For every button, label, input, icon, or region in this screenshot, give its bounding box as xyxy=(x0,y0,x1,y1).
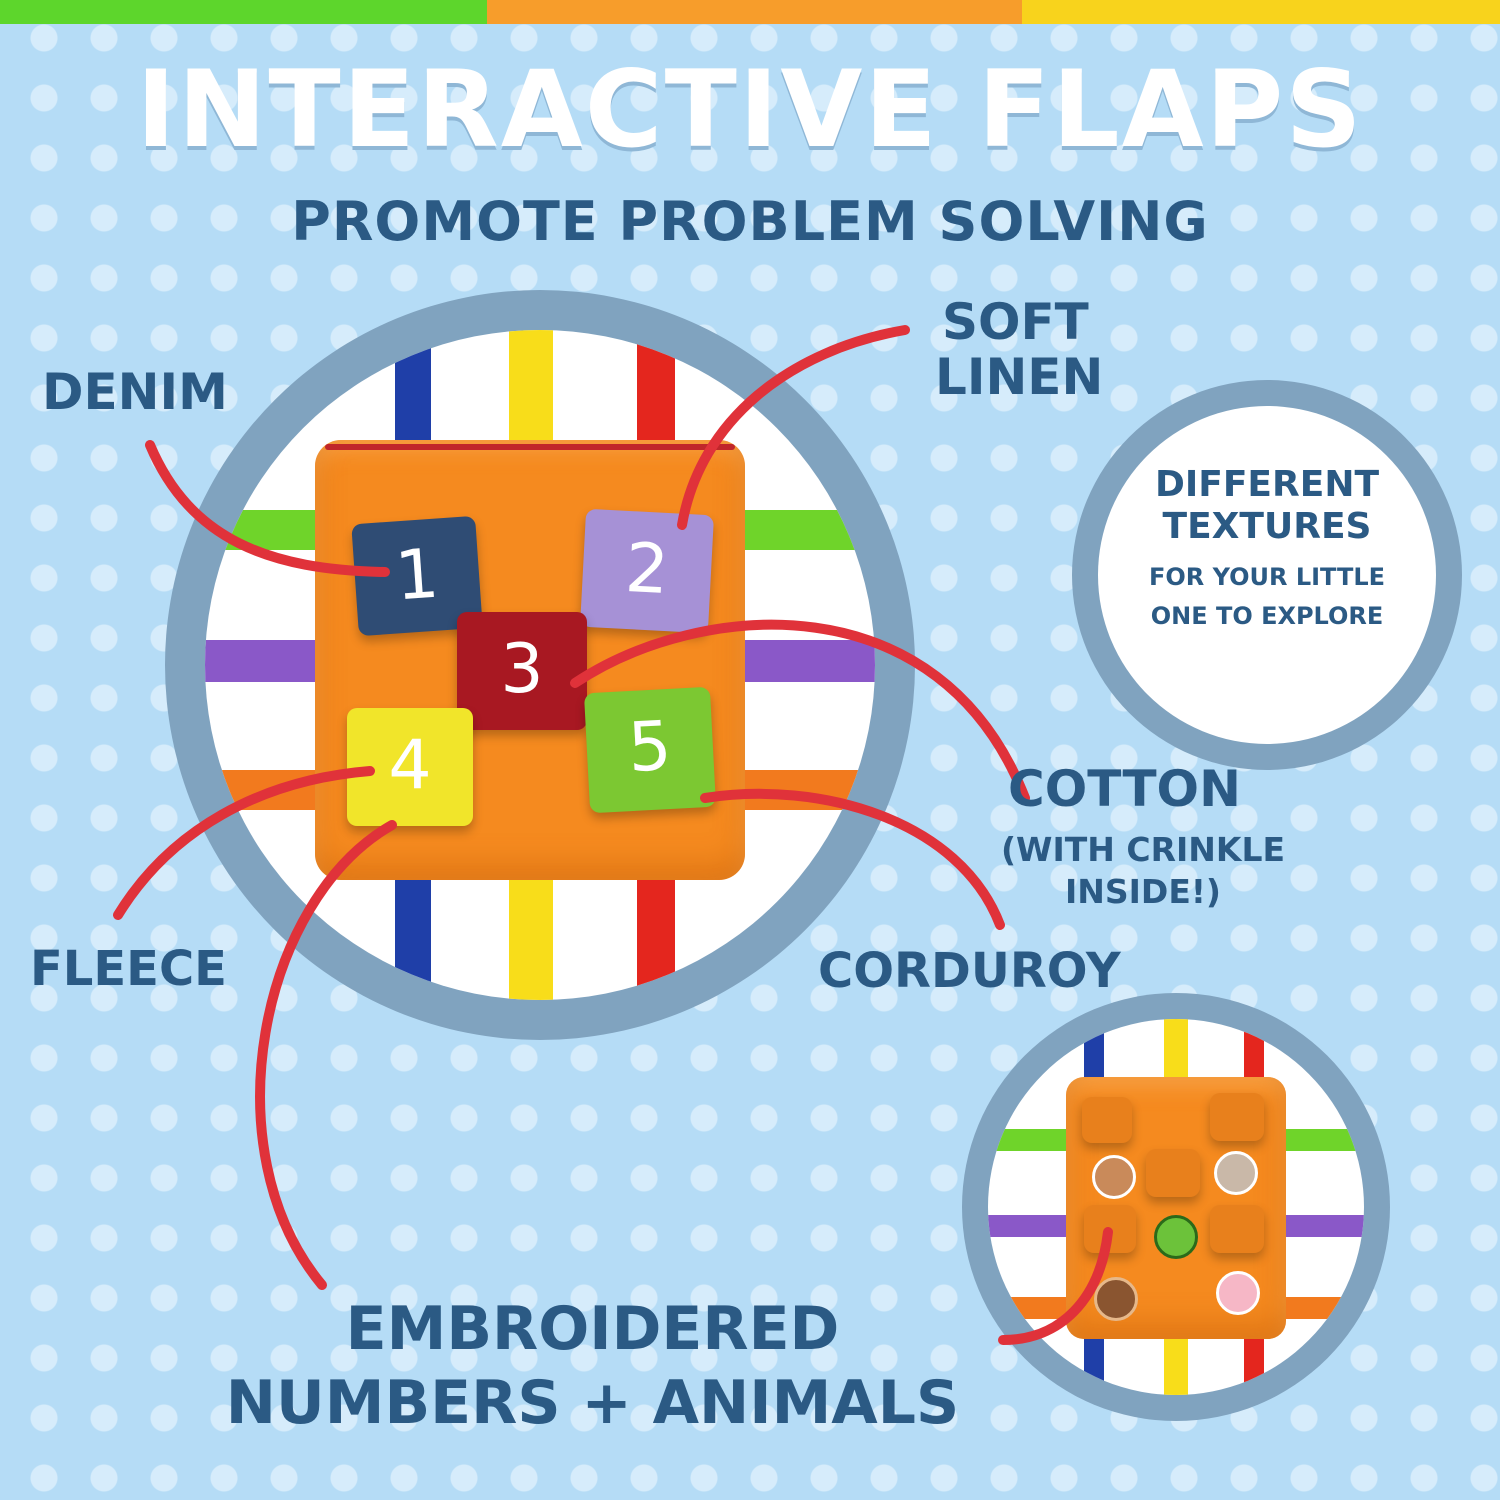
page-title: INTERACTIVE FLAPS xyxy=(136,48,1364,171)
label-corduroy: CORDUROY xyxy=(818,943,1121,999)
label-cotton: COTTON xyxy=(1008,760,1241,818)
callout-line-cotton xyxy=(570,619,1030,803)
label-fleece: FLEECE xyxy=(30,941,227,997)
main-toy-image: 1 2 3 4 5 xyxy=(205,330,875,1000)
callout-line-corduroy xyxy=(700,788,1005,930)
callout-line-denim xyxy=(145,440,390,577)
badge-line-2: TEXTURES xyxy=(1162,506,1372,548)
top-color-bar xyxy=(0,0,1500,24)
top-bar-yellow xyxy=(1022,0,1500,24)
secondary-toy-circle xyxy=(962,993,1390,1421)
cat-icon xyxy=(1214,1151,1258,1195)
textures-badge: DIFFERENT TEXTURES FOR YOUR LITTLE ONE T… xyxy=(1072,380,1462,770)
label-cotton-note-2: INSIDE!) xyxy=(1064,872,1221,911)
callout-line-fleece xyxy=(113,766,375,920)
badge-line-1: DIFFERENT xyxy=(1154,464,1380,505)
flap-number: 3 xyxy=(500,630,544,709)
label-denim: DENIM xyxy=(42,363,228,421)
flap-number: 4 xyxy=(388,726,432,805)
label-soft-linen-2: LINEN xyxy=(935,348,1104,406)
flap-closed[interactable] xyxy=(1146,1149,1200,1197)
flap-3-cotton[interactable]: 3 xyxy=(457,612,587,730)
top-bar-green xyxy=(0,0,487,24)
badge-line-3: FOR YOUR LITTLE xyxy=(1148,562,1386,591)
zipper xyxy=(325,444,735,450)
callout-line-embroidered xyxy=(255,820,397,1290)
pig-icon xyxy=(1216,1271,1260,1315)
flap-closed[interactable] xyxy=(1210,1093,1264,1141)
callout-line-animals xyxy=(998,1227,1113,1345)
dog-icon xyxy=(1092,1155,1136,1199)
flap-closed[interactable] xyxy=(1082,1097,1132,1143)
badge-line-4: ONE TO EXPLORE xyxy=(1150,601,1384,630)
main-toy-circle: 1 2 3 4 5 xyxy=(165,290,915,1040)
label-cotton-note-1: (WITH CRINKLE xyxy=(1000,830,1286,869)
label-embroidered-1: EMBROIDERED xyxy=(345,1294,840,1364)
top-bar-orange xyxy=(487,0,1022,24)
textures-badge-inner: DIFFERENT TEXTURES FOR YOUR LITTLE ONE T… xyxy=(1098,406,1436,744)
monkey-icon xyxy=(1094,1277,1138,1321)
frog-icon xyxy=(1154,1215,1198,1259)
callout-line-linen xyxy=(677,325,910,530)
page-subtitle: PROMOTE PROBLEM SOLVING xyxy=(291,190,1209,253)
label-soft-linen-1: SOFT xyxy=(942,293,1089,351)
flap-closed[interactable] xyxy=(1210,1205,1264,1253)
label-embroidered-2: NUMBERS + ANIMALS xyxy=(225,1368,960,1438)
flap-4-fleece[interactable]: 4 xyxy=(347,708,473,826)
